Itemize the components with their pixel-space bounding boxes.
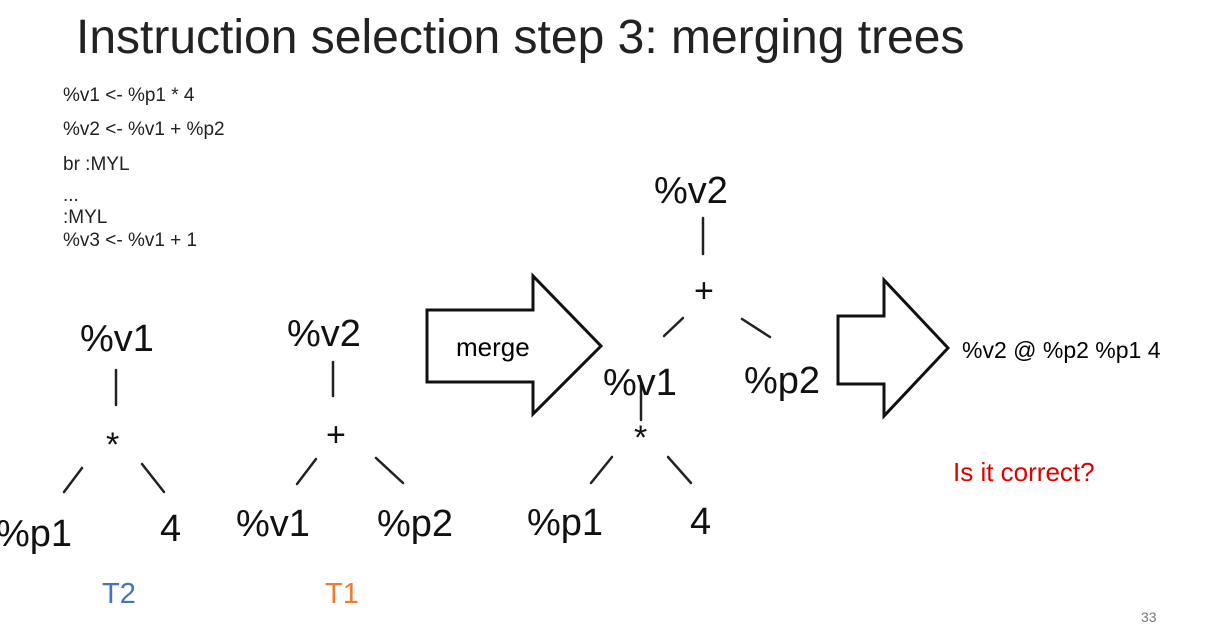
code-line-1: %v1 <- %p1 * 4: [63, 85, 195, 106]
page-number: 33: [1141, 609, 1157, 625]
code-line-2: %v2 <- %v1 + %p2: [63, 119, 225, 140]
merged-left-node: %v1: [603, 362, 677, 404]
code-line-ellipsis: ...: [63, 185, 79, 206]
code-line-3: br :MYL: [63, 154, 130, 175]
merged-right-node: %p2: [744, 360, 821, 402]
code-line-6: %v3 <- %v1 + 1: [63, 230, 198, 251]
merged-sub-left-node: %p1: [527, 502, 604, 544]
result-arrow: [836, 276, 951, 420]
t2-op-node: *: [106, 426, 120, 464]
result-text: %v2 @ %p2 %p1 4: [962, 337, 1161, 363]
t1-edge-right: [374, 456, 405, 485]
t1-root-node: %v2: [287, 313, 361, 355]
merged-root-node: %v2: [654, 170, 728, 212]
t2-root-node: %v1: [80, 318, 154, 360]
merge-label: merge: [456, 332, 530, 362]
t2-right-node: 4: [160, 508, 182, 550]
merged-edge-sub-right: [666, 455, 693, 485]
t1-label: T1: [325, 578, 359, 610]
t1-left-node: %v1: [236, 503, 310, 545]
t1-op-node: +: [326, 416, 346, 454]
t1-right-node: %p2: [377, 503, 454, 545]
t2-left-node: %p1: [0, 513, 73, 555]
t2-edge-left: [62, 466, 84, 494]
merged-sub-op-node: *: [634, 419, 648, 457]
t1-edge-left: [295, 457, 318, 486]
t2-edge-right: [140, 462, 166, 494]
code-line-label: :MYL: [63, 207, 108, 228]
t2-label: T2: [102, 578, 136, 610]
merged-sub-right-node: 4: [690, 501, 712, 543]
merged-edge-sub-left: [589, 455, 614, 485]
merged-edge-right: [740, 317, 772, 339]
merge-arrow: [425, 272, 604, 418]
merged-op-node: +: [694, 272, 714, 310]
question-text: Is it correct?: [953, 457, 1095, 487]
merged-edge-left: [662, 316, 685, 338]
slide-title: Instruction selection step 3: merging tr…: [76, 11, 965, 64]
